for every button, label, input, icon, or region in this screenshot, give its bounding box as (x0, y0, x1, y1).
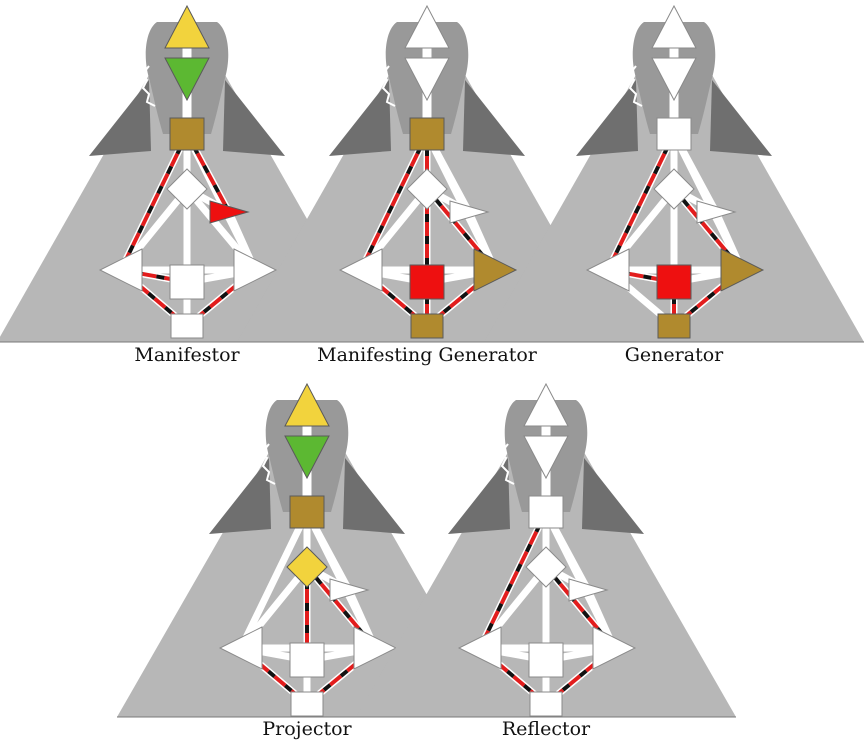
chart-2-spleen-center (338, 248, 383, 292)
chart-4-spleen-center (218, 626, 263, 670)
chart-5-face-profile (498, 443, 515, 485)
chart-3-g-center (653, 168, 695, 210)
chart-3-spleen-center (585, 248, 630, 292)
chart-5-left-shoulder (448, 458, 510, 534)
chart-1-active-throat-spleen-black (119, 133, 189, 271)
chart-2-head-center (404, 4, 450, 49)
chart-3-sacral-center (656, 264, 692, 300)
chart-5-solar-center (592, 626, 637, 670)
chart-2-heart-center (449, 200, 490, 224)
chart-1-active-throat-heart-red (185, 133, 231, 213)
chart-1-root-center (170, 313, 204, 339)
chart-2-g-center (406, 168, 448, 210)
chart-5-throat-center (528, 495, 564, 529)
chart-4-left-shoulder (209, 458, 271, 534)
chart-4-solar-center (353, 626, 398, 670)
chart-4-sacral-center (289, 642, 325, 678)
chart-2-active-throat-spleen-red (359, 133, 429, 271)
chart-4-face-profile (259, 443, 276, 485)
chart-2-right-shoulder (463, 80, 525, 156)
chart-5-spleen-center (457, 626, 502, 670)
chart-5-label: Reflector (501, 718, 591, 740)
chart-4-active-g-solar-black (305, 565, 377, 650)
chart-2-active-g-solar-black (425, 187, 497, 272)
chart-2-active-throat-spleen-black (359, 133, 429, 271)
chart-4-right-shoulder (343, 458, 405, 534)
chart-4-g-center (286, 546, 328, 588)
chart-4-throat-center (289, 495, 325, 529)
chart-5-ajna-center (523, 435, 569, 480)
chart-1-sacral-center (169, 264, 205, 300)
chart-4-channel-throat-spleen (237, 508, 311, 652)
chart-3-active-throat-spleen-black (606, 133, 676, 271)
chart-1-active-throat-spleen-red (119, 133, 189, 271)
chart-1-solar-center (233, 248, 278, 292)
chart-1-label: Manifestor (134, 344, 240, 366)
chart-1-head-center (164, 4, 210, 49)
chart-3-ajna-center (651, 57, 697, 102)
chart-4-root-center (290, 691, 324, 717)
chart-3-throat-center (656, 117, 692, 151)
chart-1-face-profile (139, 65, 156, 107)
chart-4-head-center (284, 382, 330, 427)
chart-3-heart-center (696, 200, 737, 224)
chart-3-face-profile (626, 65, 643, 107)
chart-2-left-shoulder (329, 80, 391, 156)
chart-4-label: Projector (262, 718, 352, 740)
chart-5-heart-center (568, 578, 609, 602)
chart-3-left-shoulder (576, 80, 638, 156)
chart-5-active-g-solar-black (544, 565, 616, 650)
chart-1-spleen-center (98, 248, 143, 292)
chart-1-ajna-center (164, 57, 210, 102)
chart-5-active-throat-spleen-black (478, 511, 548, 649)
chart-4-heart-center (329, 578, 370, 602)
chart-5-active-throat-spleen-red (478, 511, 548, 649)
chart-2-root-center (410, 313, 444, 339)
chart-3-active-throat-spleen-red (606, 133, 676, 271)
chart-3-root-center (657, 313, 691, 339)
chart-1-throat-center (169, 117, 205, 151)
chart-2-solar-center (473, 248, 518, 292)
chart-2-ajna-center (404, 57, 450, 102)
chart-1-left-shoulder (89, 80, 151, 156)
chart-3-solar-center (720, 248, 765, 292)
chart-2-face-profile (379, 65, 396, 107)
chart-3-right-shoulder (710, 80, 772, 156)
chart-1-right-shoulder (223, 80, 285, 156)
chart-5-head-center (523, 382, 569, 427)
chart-4-ajna-center (284, 435, 330, 480)
chart-3-active-g-solar-black (672, 187, 744, 272)
chart-1-g-center (166, 168, 208, 210)
chart-5-g-center (525, 546, 567, 588)
chart-5-root-center (529, 691, 563, 717)
chart-2-label: Manifesting Generator (317, 344, 537, 366)
chart-5-sacral-center (528, 642, 564, 678)
chart-2-throat-center (409, 117, 445, 151)
chart-2-sacral-center (409, 264, 445, 300)
chart-3-label: Generator (624, 344, 724, 366)
chart-5-right-shoulder (582, 458, 644, 534)
chart-1-heart-center (209, 200, 250, 224)
chart-3-head-center (651, 4, 697, 49)
